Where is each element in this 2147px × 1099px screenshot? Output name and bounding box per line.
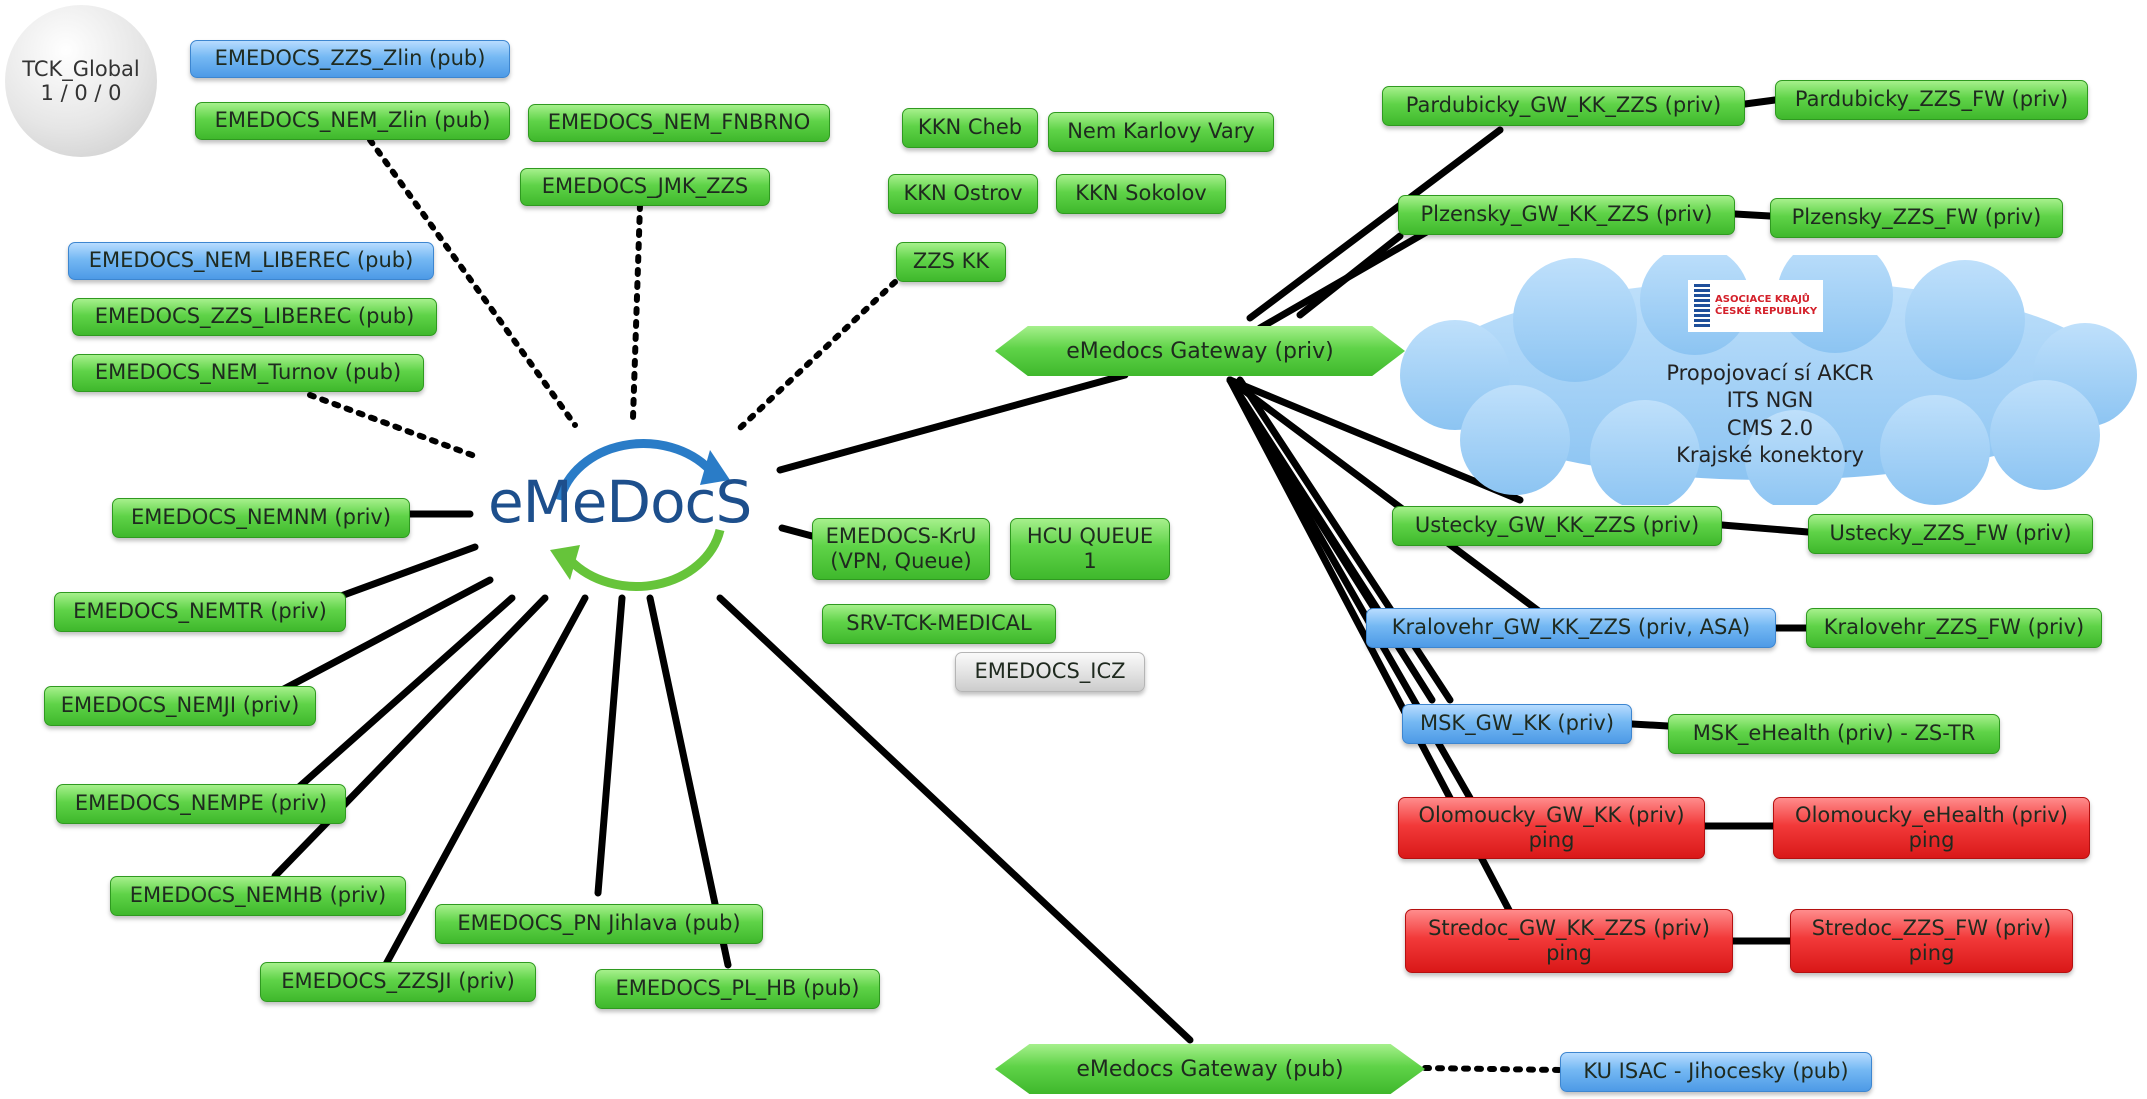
link-nemhb (271, 594, 549, 880)
node-kru-line-2: (VPN, Queue) (830, 549, 972, 573)
node-zzs-liberec[interactable]: EMEDOCS_ZZS_LIBEREC (pub) (72, 298, 437, 336)
link-zzs-kk (737, 279, 898, 431)
link-nem-zlin (367, 137, 578, 428)
node-pn-jihlava[interactable]: EMEDOCS_PN Jihlava (pub) (435, 904, 763, 944)
link-ust-fw (1718, 521, 1812, 536)
node-nem-karlovy-vary[interactable]: Nem Karlovy Vary (1048, 112, 1274, 152)
node-plzensky-gw[interactable]: Plzensky_GW_KK_ZZS (priv) (1398, 195, 1735, 235)
link-kral-b (1226, 376, 1544, 616)
link-kru (778, 524, 816, 540)
global-name: TCK_Global (22, 57, 140, 81)
link-nempe (286, 594, 516, 799)
node-kkn-sokolov[interactable]: KKN Sokolov (1056, 174, 1226, 214)
gateway-pub[interactable]: eMedocs Gateway (pub) (995, 1044, 1425, 1094)
akcr-logo-line-1: ASOCIACE KRAJŮ (1715, 293, 1810, 305)
gateway-priv[interactable]: eMedocs Gateway (priv) (995, 326, 1405, 376)
link-jmk-zzs (630, 202, 643, 421)
node-zzsji[interactable]: EMEDOCS_ZZSJI (priv) (260, 962, 536, 1002)
node-olo-eh-line-1: Olomoucky_eHealth (priv) (1795, 802, 2068, 827)
node-kralovehr-gw[interactable]: Kralovehr_GW_KK_ZZS (priv, ASA) (1366, 608, 1776, 648)
node-str-fw-line-2: ping (1908, 941, 1955, 965)
node-str-gw-line-1: Stredoc_GW_KK_ZZS (priv) (1428, 915, 1710, 940)
cloud-line-2: ITS NGN (1726, 388, 1814, 413)
node-nemtr[interactable]: EMEDOCS_NEMTR (priv) (54, 592, 346, 632)
global-counts: 1 / 0 / 0 (40, 81, 122, 105)
node-stredoc-fw[interactable]: Stredoc_ZZS_FW (priv) ping (1790, 909, 2073, 973)
node-msk-ehealth[interactable]: MSK_eHealth (priv) - ZS-TR (1668, 714, 2000, 754)
link-nemtr (326, 543, 479, 604)
link-pard-fw (1741, 96, 1779, 108)
emedocs-hub-logo[interactable]: eMeDocS (488, 468, 752, 536)
akcr-network-cloud (1400, 255, 2137, 505)
akcr-logo: ASOCIACE KRAJŮ ČESKÉ REPUBLIKY (1688, 280, 1824, 332)
node-pl-hb[interactable]: EMEDOCS_PL_HB (pub) (595, 969, 880, 1009)
node-hcu-line-2: 1 (1083, 549, 1097, 573)
node-kru-line-1: EMEDOCS-KrU (825, 523, 977, 548)
link-gw-priv (776, 371, 1129, 474)
cloud-line-4: Krajské konektory (1676, 442, 1864, 467)
node-olo-eh-line-2: ping (1908, 828, 1955, 852)
node-pardubicky-fw[interactable]: Pardubicky_ZZS_FW (priv) (1775, 80, 2088, 120)
link-plz-b (1296, 232, 1404, 319)
node-zzs-zlin[interactable]: EMEDOCS_ZZS_Zlin (pub) (190, 40, 510, 78)
node-stredoc-gw[interactable]: Stredoc_GW_KK_ZZS (priv) ping (1405, 909, 1733, 973)
node-nemji[interactable]: EMEDOCS_NEMJI (priv) (44, 686, 316, 726)
node-nemhb[interactable]: EMEDOCS_NEMHB (priv) (110, 876, 406, 916)
link-pard (1246, 126, 1504, 322)
link-pn-jihlava (594, 594, 626, 897)
node-emedocs-icz[interactable]: EMEDOCS_ICZ (955, 652, 1145, 692)
node-nempe[interactable]: EMEDOCS_NEMPE (priv) (56, 784, 346, 824)
node-kralovehr-fw[interactable]: Kralovehr_ZZS_FW (priv) (1806, 608, 2102, 648)
link-msk-eh (1628, 720, 1672, 730)
link-gw-pub (716, 594, 1194, 1044)
node-hcu-line-1: HCU QUEUE (1026, 523, 1154, 548)
node-hcu-queue[interactable]: HCU QUEUE 1 (1010, 518, 1170, 580)
link-pl-hb (646, 594, 732, 969)
node-ku-isac-jihocesky[interactable]: KU ISAC - Jihocesky (pub) (1560, 1052, 1872, 1092)
node-msk-gw[interactable]: MSK_GW_KK (priv) (1402, 704, 1632, 744)
node-olomoucky-gw[interactable]: Olomoucky_GW_KK (priv) ping (1398, 797, 1705, 859)
link-ust (1226, 376, 1524, 504)
node-nem-turnov[interactable]: EMEDOCS_NEM_Turnov (pub) (72, 354, 424, 392)
cloud-label: Propojovací sí AKCR ITS NGN CMS 2.0 Kraj… (1620, 360, 1920, 469)
node-olo-gw-line-1: Olomoucky_GW_KK (priv) (1418, 802, 1685, 827)
node-pardubicky-gw[interactable]: Pardubicky_GW_KK_ZZS (priv) (1382, 86, 1745, 126)
emedocs-logo-arrows-icon (550, 439, 730, 591)
node-nem-zlin[interactable]: EMEDOCS_NEM_Zlin (pub) (195, 102, 510, 140)
akcr-flag-icon (1694, 284, 1710, 328)
node-str-fw-line-1: Stredoc_ZZS_FW (priv) (1811, 915, 2052, 940)
node-nem-fnbrno[interactable]: EMEDOCS_NEM_FNBRNO (528, 104, 830, 142)
akcr-logo-line-2: ČESKÉ REPUBLIKY (1715, 306, 1818, 317)
node-nem-liberec[interactable]: EMEDOCS_NEM_LIBEREC (pub) (68, 242, 434, 280)
node-olomoucky-ehealth[interactable]: Olomoucky_eHealth (priv) ping (1773, 797, 2090, 859)
node-jmk-zzs[interactable]: EMEDOCS_JMK_ZZS (520, 168, 770, 206)
node-nemnm[interactable]: EMEDOCS_NEMNM (priv) (112, 498, 410, 538)
node-srv-tck-medical[interactable]: SRV-TCK-MEDICAL (822, 604, 1056, 644)
cloud-line-1: Propojovací sí AKCR (1666, 361, 1874, 385)
node-kkn-ostrov[interactable]: KKN Ostrov (888, 174, 1038, 214)
cloud-line-3: CMS 2.0 (1726, 415, 1814, 440)
node-ustecky-gw[interactable]: Ustecky_GW_KK_ZZS (priv) (1392, 506, 1722, 546)
node-str-gw-line-2: ping (1546, 941, 1592, 965)
link-ku-isac (1422, 1065, 1563, 1073)
node-ustecky-fw[interactable]: Ustecky_ZZS_FW (priv) (1808, 514, 2093, 554)
node-plzensky-fw[interactable]: Plzensky_ZZS_FW (priv) (1770, 198, 2063, 238)
link-zzsji (381, 594, 589, 970)
node-zzs-kk[interactable]: ZZS KK (896, 242, 1006, 282)
node-emedocs-kru[interactable]: EMEDOCS-KrU (VPN, Queue) (812, 518, 990, 580)
link-nemji (278, 576, 494, 694)
node-kkn-cheb[interactable]: KKN Cheb (902, 108, 1038, 148)
node-olo-gw-line-2: ping (1528, 828, 1575, 852)
link-plz-fw (1731, 210, 1774, 220)
link-nem-turnov (307, 392, 483, 461)
global-status-circle[interactable]: TCK_Global 1 / 0 / 0 (5, 5, 157, 157)
